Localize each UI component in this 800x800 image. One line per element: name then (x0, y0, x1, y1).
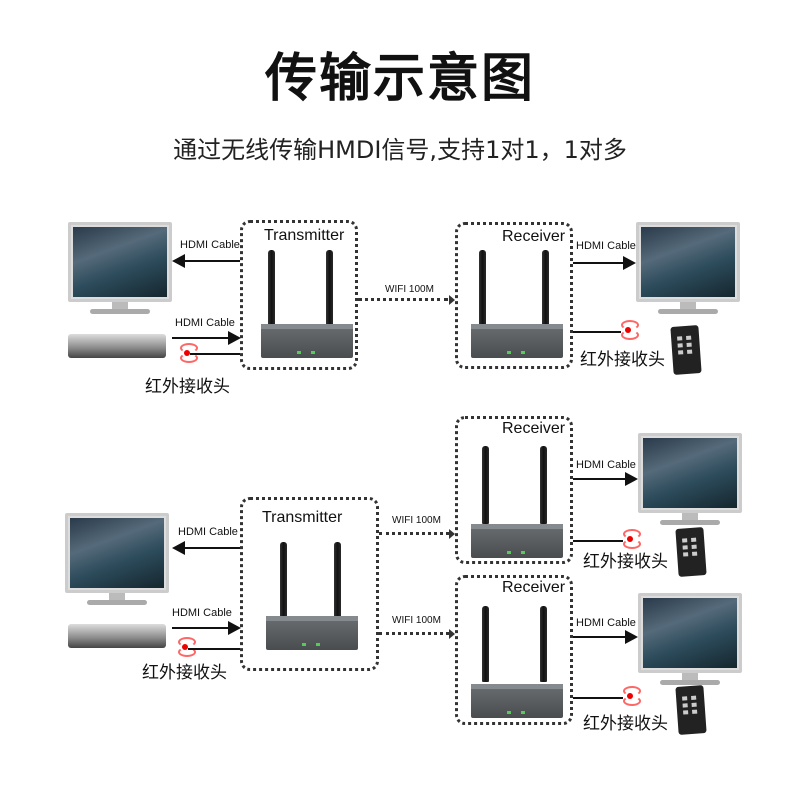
ir-receiver-label: 红外接收头 (142, 663, 227, 683)
receiver-device-icon (471, 682, 563, 718)
ir-signal-icon (620, 320, 639, 340)
ir-receiver-label: 红外接收头 (583, 714, 668, 734)
wifi-label: WIFI 100M (385, 284, 434, 295)
antenna-icon (482, 606, 489, 682)
antenna-icon (334, 542, 341, 618)
receiver-device-icon (471, 522, 563, 558)
transmitter-device-icon (261, 322, 353, 358)
hdmi-cable-label: HDMI Cable (180, 239, 240, 251)
remote-control-icon (675, 527, 707, 577)
monitor-icon (638, 593, 742, 685)
receiver-label: Receiver (502, 420, 566, 437)
antenna-icon (326, 250, 333, 326)
transmitter-device-icon (266, 614, 358, 650)
receiver-label: Receiver (502, 228, 566, 245)
transmitter-box (240, 497, 379, 671)
hdmi-cable-label: HDMI Cable (576, 459, 636, 471)
hdmi-cable-label: HDMI Cable (178, 526, 238, 538)
ir-signal-icon (177, 637, 196, 657)
ir-receiver-label: 红外接收头 (145, 377, 230, 397)
transmitter-label: Transmitter (262, 509, 343, 526)
antenna-icon (479, 250, 486, 326)
remote-control-icon (675, 685, 707, 735)
monitor-icon (68, 222, 172, 314)
receiver-box (455, 575, 573, 725)
dvd-player-icon (68, 624, 166, 648)
receiver-box (455, 222, 573, 369)
monitor-icon (636, 222, 740, 314)
ir-signal-icon (622, 686, 641, 706)
antenna-icon (540, 606, 547, 682)
dvd-player-icon (68, 334, 166, 358)
hdmi-cable-label: HDMI Cable (175, 317, 235, 329)
page-subtitle: 通过无线传输HMDI信号,支持1对1，1对多 (173, 136, 627, 164)
transmitter-label: Transmitter (264, 227, 345, 244)
monitor-icon (65, 513, 169, 605)
antenna-icon (482, 446, 489, 524)
wifi-label: WIFI 100M (392, 615, 441, 626)
receiver-box (455, 416, 573, 564)
antenna-icon (268, 250, 275, 326)
ir-signal-icon (179, 343, 198, 363)
page-title: 传输示意图 (264, 49, 535, 109)
hdmi-cable-label: HDMI Cable (576, 240, 636, 252)
receiver-label: Receiver (502, 579, 566, 596)
antenna-icon (540, 446, 547, 524)
hdmi-cable-label: HDMI Cable (172, 607, 232, 619)
ir-receiver-label: 红外接收头 (583, 552, 668, 572)
antenna-icon (280, 542, 287, 618)
ir-receiver-label: 红外接收头 (580, 350, 665, 370)
hdmi-cable-label: HDMI Cable (576, 617, 636, 629)
ir-signal-icon (622, 529, 641, 549)
wifi-label: WIFI 100M (392, 515, 441, 526)
antenna-icon (542, 250, 549, 326)
monitor-icon (638, 433, 742, 525)
remote-control-icon (670, 325, 702, 375)
receiver-device-icon (471, 322, 563, 358)
transmitter-box (240, 220, 358, 370)
